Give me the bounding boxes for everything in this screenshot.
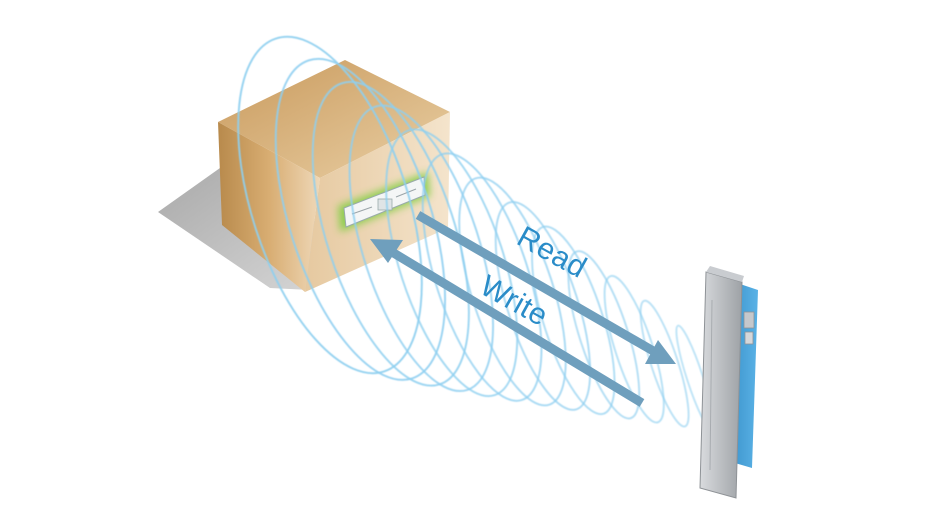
box-front-face (218, 122, 320, 292)
wave-ring (237, 35, 423, 375)
wave-ring (531, 225, 616, 416)
wave-ring (274, 57, 447, 381)
rfid-reader-icon (699, 266, 758, 499)
wave-ring (385, 128, 519, 398)
wave-ring (348, 104, 495, 393)
wave-ring (494, 200, 592, 411)
wave-ring (567, 250, 641, 420)
wave-ring (421, 152, 543, 402)
radio-field-waves (237, 35, 715, 432)
write-arrow (370, 239, 645, 407)
read-arrow (415, 211, 676, 364)
wave-ring (639, 299, 690, 428)
wave-ring (603, 274, 665, 424)
reader-frame (699, 271, 743, 499)
